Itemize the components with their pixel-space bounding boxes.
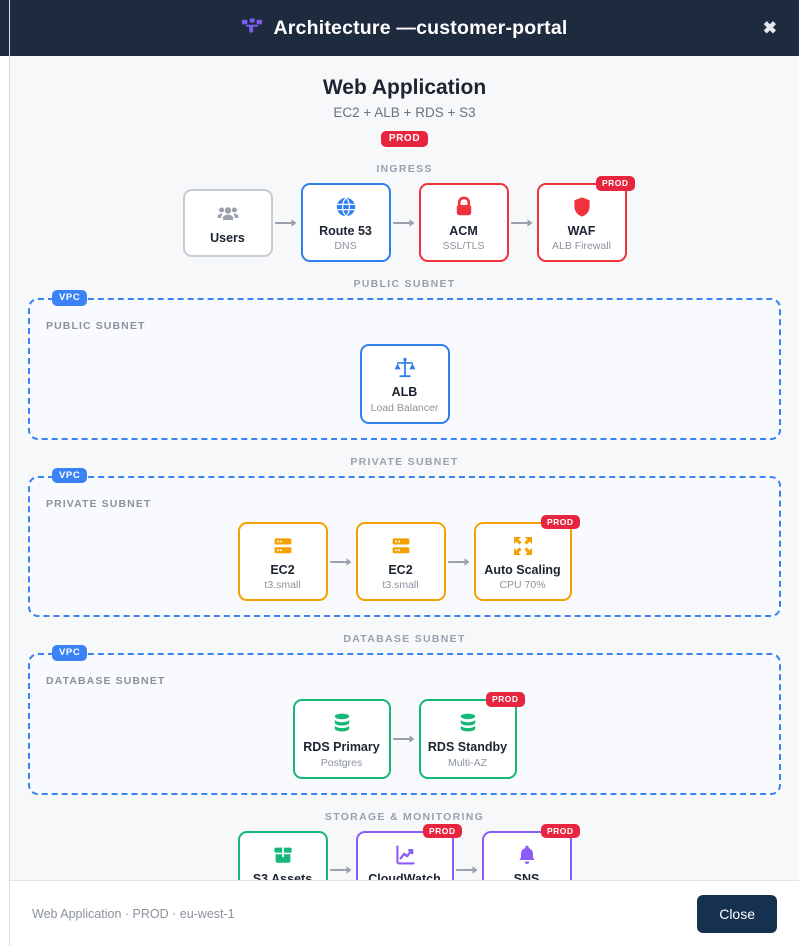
modal-body: Web Application EC2 + ALB + RDS + S3 PRO… — [10, 56, 799, 880]
shield-icon — [570, 194, 594, 220]
node-sublabel: ALB Firewall — [552, 240, 611, 253]
vpc-badge: VPC — [52, 467, 88, 484]
vpc-badge: VPC — [52, 290, 88, 306]
node-sublabel: Multi-AZ — [447, 756, 488, 769]
node-card[interactable]: EC2 t3.small — [237, 521, 328, 602]
node-sublabel: t3.small — [382, 579, 419, 592]
status-badge: PROD — [540, 514, 580, 530]
status-badge: PROD — [595, 176, 635, 191]
node-card[interactable]: PROD WAF ALB Firewall — [536, 176, 635, 263]
section-label: PUBLIC SUBNET — [353, 278, 456, 291]
flow-arrow-icon — [328, 556, 356, 568]
environment-badge-row: PROD — [20, 128, 789, 147]
node-label: EC2 — [388, 562, 413, 577]
expand-icon — [511, 533, 535, 559]
database-icon — [330, 710, 354, 736]
architecture-modal: Architecture —customer-portal ✖ Web Appl… — [10, 0, 799, 946]
flow-arrow-icon — [454, 864, 482, 876]
bell-icon — [515, 842, 539, 868]
close-button[interactable]: Close — [697, 894, 777, 933]
node-sublabel: DNS — [334, 240, 357, 253]
node-label: ALB — [391, 385, 418, 400]
status-badge: PROD — [540, 823, 580, 839]
page-subtitle: EC2 + ALB + RDS + S3 — [333, 105, 476, 120]
footer-status: Web Application · PROD · eu-west-1 — [32, 906, 235, 921]
vpc-subnet-name: PUBLIC SUBNET — [46, 320, 146, 333]
node-card[interactable]: Route 53 DNS — [300, 183, 391, 263]
vpc-subnet-name: DATABASE SUBNET — [46, 675, 166, 688]
node-label: S3 Assets — [252, 871, 313, 880]
sitemap-icon — [241, 17, 263, 39]
node-sublabel: t3.small — [264, 579, 301, 592]
node-label: CloudWatch — [368, 871, 441, 880]
flow-arrow-icon — [273, 217, 301, 229]
node-flow-row: Users Route 53 DNS ACM SSL/TLS PROD WAF ALB Fir… — [20, 176, 789, 263]
section-label: PRIVATE SUBNET — [350, 455, 459, 468]
diagram-sections: INGRESS Users Route 53 DNS ACM SSL/TLS PROD WAF… — [20, 163, 789, 880]
node-card[interactable]: ACM SSL/TLS — [418, 183, 509, 263]
node-label: WAF — [567, 224, 596, 238]
modal-title: Architecture —customer-portal — [273, 16, 568, 39]
flow-arrow-icon — [509, 217, 537, 229]
lock-icon — [452, 194, 476, 220]
modal-footer: Web Application · PROD · eu-west-1 Close — [10, 880, 799, 946]
globe-icon — [334, 194, 358, 220]
node-label: ACM — [449, 224, 478, 238]
node-sublabel: SSL/TLS — [442, 240, 485, 253]
flow-arrow-icon — [391, 217, 419, 229]
background-page-header — [0, 0, 10, 56]
node-label: Users — [210, 231, 245, 246]
node-label: RDS Standby — [427, 740, 508, 755]
node-card[interactable]: PRODCloudWatch5xx, CPU, RDS — [355, 823, 462, 880]
server-icon — [389, 533, 413, 559]
node-sublabel: Load Balancer — [370, 401, 439, 414]
status-badge: PROD — [422, 823, 462, 839]
node-card[interactable]: PRODSNSEmail Alerts — [481, 823, 580, 880]
database-icon — [456, 710, 480, 736]
node-card[interactable]: S3 AssetsStatic Files — [237, 830, 328, 880]
flow-arrow-icon — [391, 733, 419, 745]
flow-arrow-icon — [328, 864, 356, 876]
vpc-badge: VPC — [52, 645, 88, 661]
status-badge: PROD — [485, 692, 525, 707]
vpc-subnet-name: PRIVATE SUBNET — [46, 497, 152, 510]
environment-badge: PROD — [380, 131, 429, 147]
node-label: Route 53 — [319, 224, 372, 238]
section-label: DATABASE SUBNET — [343, 633, 466, 646]
node-label: EC2 — [270, 562, 295, 577]
modal-left-edge — [9, 0, 10, 946]
node-sublabel: CPU 70% — [499, 579, 546, 592]
section-label: INGRESS — [376, 163, 433, 175]
vpc-container: VPC PRIVATE SUBNET EC2 t3.small EC2 t3.small P… — [28, 467, 781, 618]
node-sublabel: Postgres — [320, 756, 363, 769]
node-card[interactable]: EC2 t3.small — [355, 521, 446, 602]
chart-icon — [393, 842, 417, 868]
modal-title-group: Architecture —customer-portal — [241, 17, 567, 40]
background-page-sliver — [0, 0, 10, 946]
node-label: Auto Scaling — [484, 562, 561, 577]
node-label: RDS Primary — [303, 740, 380, 755]
close-icon[interactable]: ✖ — [762, 18, 777, 38]
scales-icon — [393, 355, 417, 381]
section-label: STORAGE & MONITORING — [324, 810, 485, 823]
node-flow-row: S3 AssetsStatic FilesPRODCloudWatch5xx, … — [20, 823, 789, 880]
flow-arrow-icon — [446, 556, 474, 568]
server-icon — [271, 533, 295, 559]
node-label: SNS — [513, 871, 540, 880]
users-icon — [216, 201, 240, 227]
modal-titlebar: Architecture —customer-portal ✖ — [10, 0, 799, 56]
node-card[interactable]: Users — [182, 188, 273, 257]
bucket-icon — [271, 842, 295, 868]
page-title: Web Application — [322, 76, 487, 99]
